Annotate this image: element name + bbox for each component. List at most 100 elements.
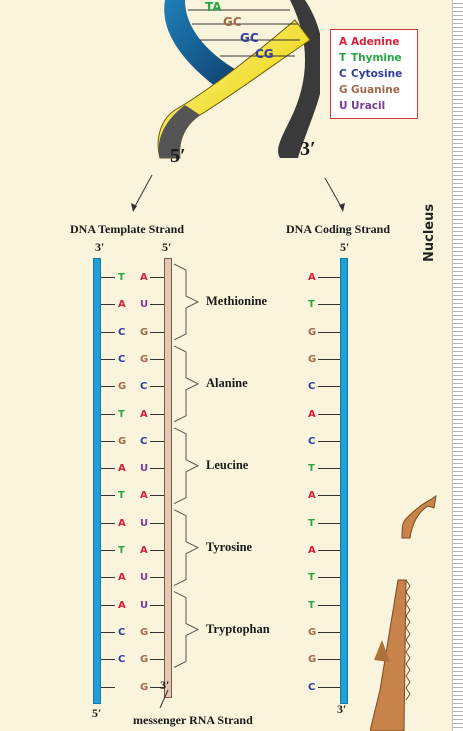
template-strand-title: DNA Template Strand (70, 222, 185, 236)
legend-symbol: T (339, 52, 347, 64)
coding-tick (318, 522, 340, 524)
template-tick (101, 659, 115, 661)
coding-3-prime-bottom: 3′ (337, 702, 347, 716)
nucleus-label: Nucleus (422, 203, 437, 262)
codon-braces (173, 263, 200, 668)
mrna-tick (150, 358, 164, 360)
mrna-base: C (140, 435, 148, 447)
template-3-prime-top: 3′ (95, 240, 105, 254)
mrna-tick (150, 577, 164, 579)
coding-strand-title: DNA Coding Strand (286, 222, 391, 236)
mrna-base: G (140, 626, 149, 638)
codon-brace (173, 345, 200, 423)
template-base: C (118, 626, 126, 638)
mrna-base: U (140, 517, 149, 529)
mrna-tick (150, 277, 164, 278)
coding-tick (318, 659, 340, 661)
coding-base: G (308, 626, 317, 638)
mrna-tick (150, 495, 164, 497)
coding-tick (318, 631, 340, 633)
template-base: A (118, 517, 126, 529)
mrna-tick (150, 604, 164, 606)
mrna-base: C (140, 381, 148, 393)
coding-tick (318, 686, 340, 688)
ribosome-fragment (370, 494, 437, 731)
legend-symbol: A (339, 36, 348, 48)
coding-base: T (308, 517, 315, 529)
mrna-strand-label: messenger RNA Strand (133, 713, 253, 727)
legend-name: Cytosine (351, 68, 403, 80)
coding-base: A (308, 545, 316, 556)
codon-brace (173, 263, 200, 341)
mrna-tick (150, 631, 164, 633)
template-tick (101, 358, 115, 360)
template-base: A (118, 463, 126, 475)
legend-symbol: U (339, 100, 348, 112)
amino-acid-leucine: Leucine (206, 457, 249, 472)
template-base: G (118, 381, 127, 393)
rna-3-prime-bottom: 3′ (160, 678, 170, 692)
helix-5-prime: 5′ (170, 145, 186, 167)
mrna-tick (150, 331, 164, 333)
coding-tick (318, 550, 340, 551)
helix-3-prime: 3′ (300, 138, 316, 160)
helix-pair-2: GC (223, 15, 242, 29)
mrna-tick (150, 304, 164, 306)
template-base: A (118, 299, 126, 311)
mrna-base: U (140, 299, 149, 311)
coding-base: G (308, 326, 317, 338)
coding-tick (318, 277, 340, 278)
amino-acid-alanine: Alanine (206, 375, 248, 390)
mrna-base: U (140, 599, 149, 611)
coding-strand (340, 258, 348, 704)
template-tick (101, 686, 115, 688)
mrna-base: A (140, 408, 148, 420)
coding-tick (318, 304, 340, 306)
mrna-base: A (140, 490, 148, 502)
mrna-base: G (140, 326, 149, 338)
template-base: T (118, 490, 125, 502)
mrna-pointer (159, 689, 169, 709)
template-tick (101, 468, 115, 470)
coding-base: C (308, 435, 316, 447)
nuclear-membrane (452, 0, 463, 731)
legend-name: Guanine (351, 84, 400, 96)
coding-base: C (308, 681, 316, 693)
coding-base: T (308, 299, 315, 311)
template-tick (101, 304, 115, 306)
amino-acid-tyrosine: Tyrosine (206, 539, 253, 554)
amino-acid-tryptophan: Tryptophan (206, 621, 270, 636)
codon-brace (173, 591, 200, 668)
coding-tick (318, 604, 340, 606)
template-base: T (118, 545, 125, 556)
mrna-tick (150, 522, 164, 524)
coding-base: G (308, 353, 317, 365)
template-base: T (118, 408, 125, 420)
mrna-base: U (140, 572, 149, 584)
legend-symbol: C (339, 68, 347, 80)
template-tick (101, 604, 115, 606)
codon-brace (173, 427, 200, 505)
coding-tick (318, 440, 340, 442)
helix-pair-1: TA (205, 0, 222, 14)
mrna-base: G (140, 353, 149, 365)
template-strand (93, 258, 101, 704)
template-base: A (118, 599, 126, 611)
mrna-tick (150, 686, 164, 688)
legend-name: Thymine (351, 52, 402, 64)
mrna-base: A (140, 545, 148, 556)
template-tick (101, 495, 115, 497)
coding-tick (318, 577, 340, 579)
mrna-base: G (140, 681, 149, 693)
coding-tick (318, 413, 340, 415)
legend-name: Uracil (351, 100, 386, 112)
coding-tick (318, 358, 340, 360)
legend-name: Adenine (351, 36, 400, 48)
coding-tick (318, 495, 340, 497)
legend-symbol: G (339, 84, 348, 96)
template-tick (101, 440, 115, 442)
